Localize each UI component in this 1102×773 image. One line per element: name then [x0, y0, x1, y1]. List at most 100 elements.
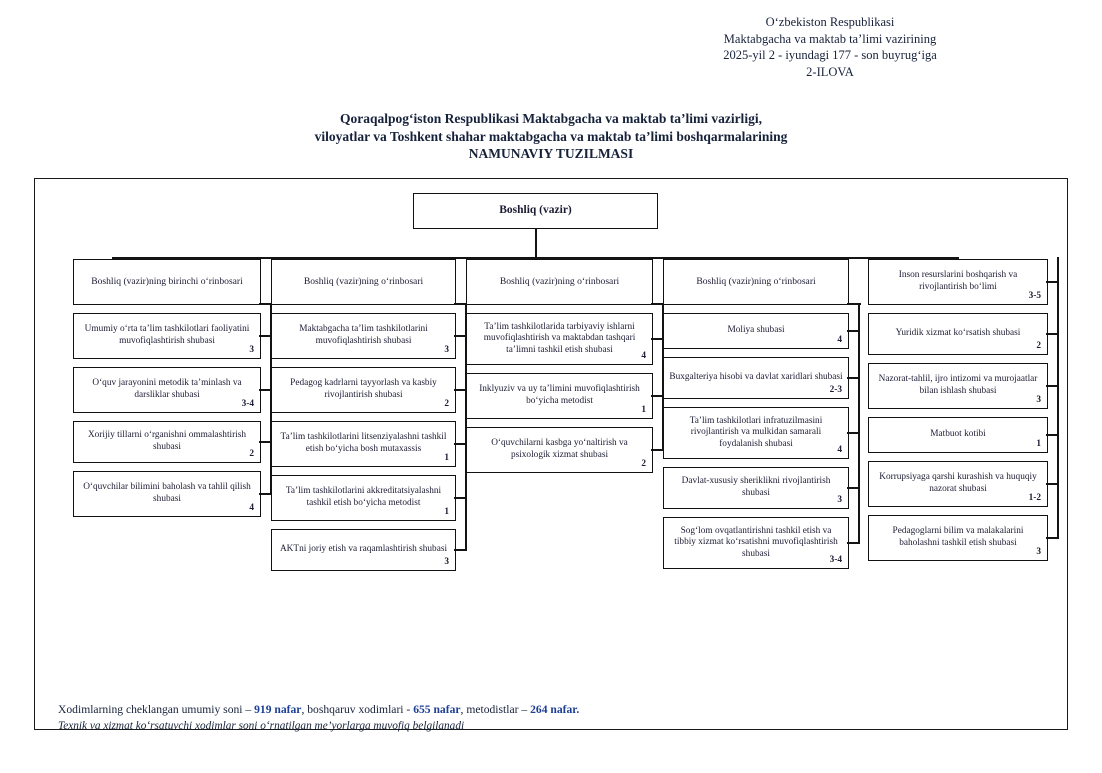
sub-box-c5-5[interactable]: Korrupsiyaga qarshi kurashish va huquqiy…	[868, 461, 1048, 507]
box-label: Pedagog kadrlarni tayyorlash va kasbiy r…	[290, 378, 437, 400]
box-label: Inson resurslarini boshqarish va rivojla…	[898, 270, 1018, 292]
box-staff-count: 3-5	[1028, 291, 1041, 302]
connector-spine-5	[1057, 257, 1059, 538]
connector-stub-c3-2	[651, 395, 664, 397]
sub-box-c4-2[interactable]: Buxgalteriya hisobi va davlat xaridlari …	[663, 357, 849, 399]
box-staff-count: 1	[444, 507, 449, 518]
connector-stub-c1-1	[259, 335, 272, 337]
sub-box-c2-1[interactable]: Maktabgacha ta’lim tashkilotlarini muvof…	[271, 313, 456, 359]
connector-stub-c1-3	[259, 441, 272, 443]
box-staff-count: 4	[641, 351, 646, 362]
sub-box-c3-3[interactable]: O‘quvchilarni kasbga yo‘naltirish va psi…	[466, 427, 653, 473]
connector-stub-c2-3	[454, 443, 467, 445]
connector-horizontal-bus	[113, 257, 958, 259]
connector-stub-c5-6	[1046, 537, 1059, 539]
page-title: Qoraqalpog‘iston Respublikasi Maktabgach…	[0, 110, 1102, 163]
sub-box-c1-4[interactable]: O‘quvchilar bilimini baholash va tahlil …	[73, 471, 261, 517]
box-staff-count: 3	[249, 345, 254, 356]
box-staff-count: 2-3	[829, 385, 842, 396]
connector-spine-4	[858, 305, 860, 543]
connector-stub-c4-3	[847, 432, 860, 434]
sub-box-c4-4[interactable]: Davlat-xususiy sheriklikni rivojlantiris…	[663, 467, 849, 509]
box-staff-count: 3	[444, 557, 449, 568]
connector-stub-c4-1	[847, 330, 860, 332]
footer-total-value: 919 nafar	[254, 703, 302, 716]
box-label: Inklyuziv va uy ta’limini muvofiqlashtir…	[479, 384, 640, 406]
connector-stub-c1-4	[259, 493, 272, 495]
connector-stub-c4-5	[847, 542, 860, 544]
box-staff-count: 2	[641, 459, 646, 470]
header-line-3: 2025-yil 2 - iyundagi 177 - son buyrug‘i…	[723, 48, 937, 62]
title-line-1: Qoraqalpog‘iston Respublikasi Maktabgach…	[340, 111, 762, 126]
box-label: Boshliq (vazir)ning o‘rinbosari	[696, 276, 816, 287]
sub-box-c5-1[interactable]: Inson resurslarini boshqarish va rivojla…	[868, 259, 1048, 305]
box-label: Moliya shubasi	[727, 325, 785, 336]
sub-box-c2-2[interactable]: Pedagog kadrlarni tayyorlash va kasbiy r…	[271, 367, 456, 413]
deputy-head-box-1[interactable]: Boshliq (vazir)ning birinchi o‘rinbosari	[73, 259, 261, 305]
document-header: O‘zbekiston Respublikasi Maktabgacha va …	[620, 14, 1040, 80]
box-label: O‘quvchilar bilimini baholash va tahlil …	[83, 482, 251, 504]
connector-stub-c5-2	[1046, 333, 1059, 335]
org-chart-frame: Boshliq (vazir) Boshliq (vazir)ning birin…	[34, 178, 1068, 730]
deputy-head-box-4[interactable]: Boshliq (vazir)ning o‘rinbosari	[663, 259, 849, 305]
box-staff-count: 1	[641, 405, 646, 416]
connector-column-drop-3	[558, 257, 561, 259]
root-box-boshliq-vazir[interactable]: Boshliq (vazir)	[413, 193, 658, 229]
box-label: Nazorat-tahlil, ijro intizomi va murojaa…	[878, 374, 1038, 396]
sub-box-c1-1[interactable]: Umumiy o‘rta ta’lim tashkilotlari faoliy…	[73, 313, 261, 359]
box-staff-count: 2	[444, 399, 449, 410]
footer-method-prefix: , metodistlar –	[460, 703, 531, 716]
deputy-head-box-3[interactable]: Boshliq (vazir)ning o‘rinbosari	[466, 259, 653, 305]
title-line-2: viloyatlar va Toshkent shahar maktabgach…	[314, 128, 788, 144]
connector-stub-c4-4	[847, 487, 860, 489]
box-staff-count: 2	[1036, 341, 1041, 352]
footer-staff-summary: Xodimlarning cheklangan umumiy soni – 91…	[58, 703, 579, 716]
connector-stub-c2-2	[454, 389, 467, 391]
box-label: Pedagoglarni bilim va malakalarini bahol…	[892, 526, 1024, 548]
sub-box-c5-6[interactable]: Pedagoglarni bilim va malakalarini bahol…	[868, 515, 1048, 561]
box-staff-count: 1	[444, 453, 449, 464]
box-label: Boshliq (vazir)	[499, 204, 572, 217]
box-label: Boshliq (vazir)ning o‘rinbosari	[499, 276, 620, 287]
box-label: Matbuot kotibi	[930, 429, 986, 440]
connector-head-to-spine-2	[454, 303, 468, 305]
box-label: O‘quv jarayonini metodik ta’minlash va d…	[92, 378, 242, 400]
sub-box-c5-3[interactable]: Nazorat-tahlil, ijro intizomi va murojaa…	[868, 363, 1048, 409]
box-label: Ta’lim tashkilotlarini akkreditatsiyalas…	[285, 486, 442, 508]
sub-box-c5-4[interactable]: Matbuot kotibi 1	[868, 417, 1048, 453]
connector-stub-c5-4	[1046, 434, 1059, 436]
connector-stub-c3-3	[651, 449, 664, 451]
sub-box-c2-4[interactable]: Ta’lim tashkilotlarini akkreditatsiyalas…	[271, 475, 456, 521]
box-label: Umumiy o‘rta ta’lim tashkilotlari faoliy…	[84, 324, 250, 346]
connector-head-to-spine-3	[651, 303, 665, 305]
sub-box-c4-3[interactable]: Ta’lim tashkilotlari infratuzilmasini ri…	[663, 407, 849, 459]
sub-box-c4-5[interactable]: Sog‘lom ovqatlantirishni tashkil etish v…	[663, 517, 849, 569]
connector-stub-c2-1	[454, 335, 467, 337]
sub-box-c2-5[interactable]: AKTni joriy etish va raqamlashtirish shu…	[271, 529, 456, 571]
box-staff-count: 2	[249, 449, 254, 460]
box-label: Maktabgacha ta’lim tashkilotlarini muvof…	[299, 324, 428, 346]
sub-box-c3-1[interactable]: Ta’lim tashkilotlarida tarbiyaviy ishlar…	[466, 313, 653, 365]
box-staff-count: 3	[837, 495, 842, 506]
connector-stub-c2-4	[454, 497, 467, 499]
header-line-4: 2-ILOVA	[806, 64, 854, 79]
footer-method-value: 264 nafar.	[530, 703, 580, 716]
box-label: AKTni joriy etish va raqamlashtirish shu…	[279, 544, 448, 555]
connector-root-drop	[534, 229, 537, 257]
box-label: Ta’lim tashkilotlarida tarbiyaviy ishlar…	[483, 321, 636, 355]
connector-column-drop-5	[957, 257, 959, 259]
sub-box-c1-3[interactable]: Xorijiy tillarni o‘rganishni ommalashtir…	[73, 421, 261, 463]
connector-column-drop-1	[112, 257, 114, 259]
box-staff-count: 1	[1036, 439, 1041, 450]
box-label: Sog‘lom ovqatlantirishni tashkil etish v…	[674, 525, 838, 559]
sub-box-c2-3[interactable]: Ta’lim tashkilotlarini litsenziyalashni …	[271, 421, 456, 467]
footer-total-prefix: Xodimlarning cheklangan umumiy soni –	[58, 703, 255, 716]
box-staff-count: 3	[444, 345, 449, 356]
deputy-head-box-2[interactable]: Boshliq (vazir)ning o‘rinbosari	[271, 259, 456, 305]
sub-box-c3-2[interactable]: Inklyuziv va uy ta’limini muvofiqlashtir…	[466, 373, 653, 419]
box-label: O‘quvchilarni kasbga yo‘naltirish va psi…	[491, 438, 628, 460]
box-label: Ta’lim tashkilotlarini litsenziyalashni …	[280, 432, 447, 454]
sub-box-c1-2[interactable]: O‘quv jarayonini metodik ta’minlash va d…	[73, 367, 261, 413]
